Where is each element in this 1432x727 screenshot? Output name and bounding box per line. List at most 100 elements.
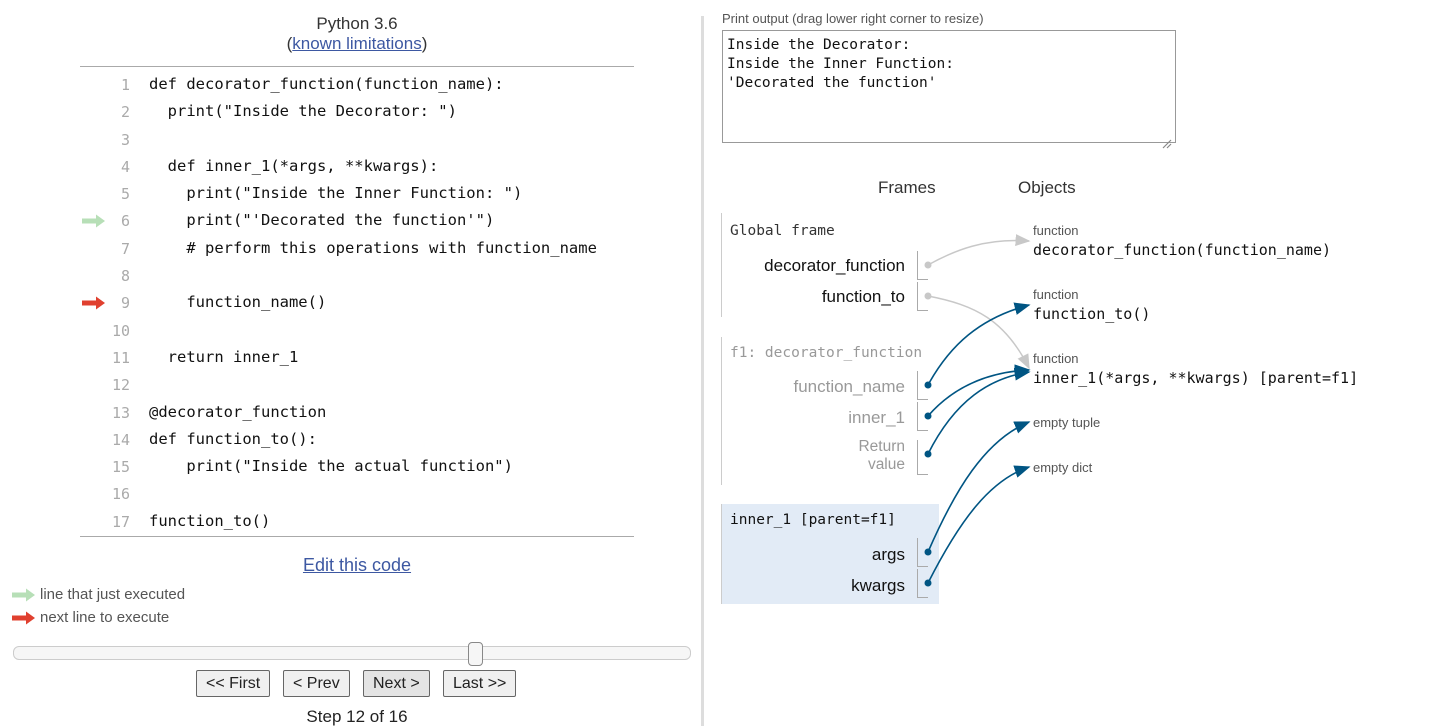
line-number: 3 [120,130,130,149]
return-value-label: Return value [730,438,905,474]
var-slot [917,282,928,311]
code-line-16: 16 [80,480,640,507]
code-line-13: 13 @decorator_function [80,399,640,426]
line-number: 1 [120,76,130,94]
step-slider-handle[interactable] [468,642,483,666]
prev-button[interactable]: < Prev [283,670,350,697]
print-output-label: Print output (drag lower right corner to… [722,11,984,26]
var-args: args [871,545,905,564]
object-decorator-function: decorator_function(function_name) [1033,241,1332,259]
code-top-rule [80,66,634,67]
line-number: 14 [111,430,130,449]
inner-1-frame-title: inner_1 [parent=f1] [730,512,896,528]
code-text: print("Inside the actual function") [149,457,513,476]
code-text: function_name() [149,293,327,312]
known-limitations-link[interactable]: known limitations [292,34,422,53]
value-label: value [867,456,905,473]
line-number: 17 [111,512,130,531]
code-line-8: 8 [80,262,640,289]
var-slot [917,371,928,400]
return-label: Return [858,438,905,455]
line-number: 16 [111,485,130,504]
var-function-to: function_to [821,287,905,306]
code-line-11: 11 return inner_1 [80,344,640,371]
object-type-label: function [1033,351,1079,366]
code-text: # perform this operations with function_… [149,238,597,257]
line-number: 7 [120,239,130,258]
step-counter: Step 12 of 16 [306,707,408,726]
line-number: 11 [111,348,130,367]
code-line-1: 1 def decorator_function(function_name): [80,71,640,98]
print-output-box[interactable]: Inside the Decorator: Inside the Inner F… [722,30,1176,143]
first-button[interactable]: << First [196,670,271,697]
code-line-7: 7 # perform this operations with functio… [80,235,640,262]
var-inner-1: inner_1 [848,408,905,427]
code-line-5: 5 print("Inside the Inner Function: ") [80,180,640,207]
line-number: 2 [120,103,130,122]
code-text: def decorator_function(function_name): [149,75,504,93]
var-slot [917,251,928,280]
objects-header: Objects [1018,178,1076,197]
code-text: return inner_1 [149,347,299,366]
object-inner-1: inner_1(*args, **kwargs) [parent=f1] [1033,369,1359,387]
frames-header: Frames [878,178,936,197]
last-button[interactable]: Last >> [443,670,517,697]
next-button[interactable]: Next > [363,670,430,697]
code-line-3: 3 [80,126,640,153]
executed-legend-arrow-icon [12,588,35,602]
inner-1-frame [721,504,939,604]
legend-executed: line that just executed [12,586,185,603]
code-line-15: 15 print("Inside the actual function") [80,453,640,480]
line-number: 4 [120,157,130,176]
var-slot [917,440,928,475]
resize-grip-icon[interactable] [1162,139,1172,149]
object-empty-tuple: empty tuple [1033,415,1101,430]
var-slot [917,569,928,598]
line-number: 13 [111,403,130,422]
var-decorator-function: decorator_function [764,256,905,275]
var-slot [917,402,928,431]
object-empty-dict: empty dict [1033,460,1093,475]
code-line-2: 2 print("Inside the Decorator: ") [80,98,640,125]
code-line-4: 4 def inner_1(*args, **kwargs): [80,153,640,180]
line-number: 9 [120,294,130,313]
var-function-name: function_name [793,377,905,396]
panel-divider [701,16,704,726]
language-header: Python 3.6 (known limitations) [80,14,634,54]
edit-code-container: Edit this code [80,555,634,576]
line-number: 15 [111,458,130,477]
active-pointers [924,302,1031,587]
code-text: def inner_1(*args, **kwargs): [149,156,439,175]
legend-executed-label: line that just executed [40,586,186,603]
line-number: 5 [120,185,130,204]
global-frame-title: Global frame [730,223,835,239]
code-text: print("Inside the Decorator: ") [149,102,457,121]
code-line-12: 12 [80,371,640,398]
code-text: @decorator_function [149,402,327,421]
code-line-6: 6 print("'Decorated the function'") [80,207,640,234]
line-number: 6 [120,212,130,231]
next-line-arrow-icon [82,296,105,310]
f1-frame-title: f1: decorator_function [730,345,923,361]
f1-frame [721,337,932,485]
code-bottom-rule [80,536,634,537]
step-slider-track[interactable] [13,646,691,660]
code-text: function_to() [149,511,271,530]
limitations-line: (known limitations) [80,34,634,54]
code-text: def function_to(): [149,429,317,448]
code-line-14: 14 def function_to(): [80,426,640,453]
var-slot [917,538,928,567]
object-type-label: function [1033,287,1079,302]
legend-next-label: next line to execute [40,609,170,626]
legend-next: next line to execute [12,609,169,626]
code-text: print("Inside the Inner Function: ") [149,184,523,203]
paren-close: ) [421,34,428,53]
faded-pointers [924,234,1031,370]
code-line-10: 10 [80,317,640,344]
paren-open: ( [286,34,293,53]
executed-line-arrow-icon [82,214,105,228]
code-line-9: 9 function_name() [80,289,640,316]
edit-code-link[interactable]: Edit this code [302,555,412,575]
